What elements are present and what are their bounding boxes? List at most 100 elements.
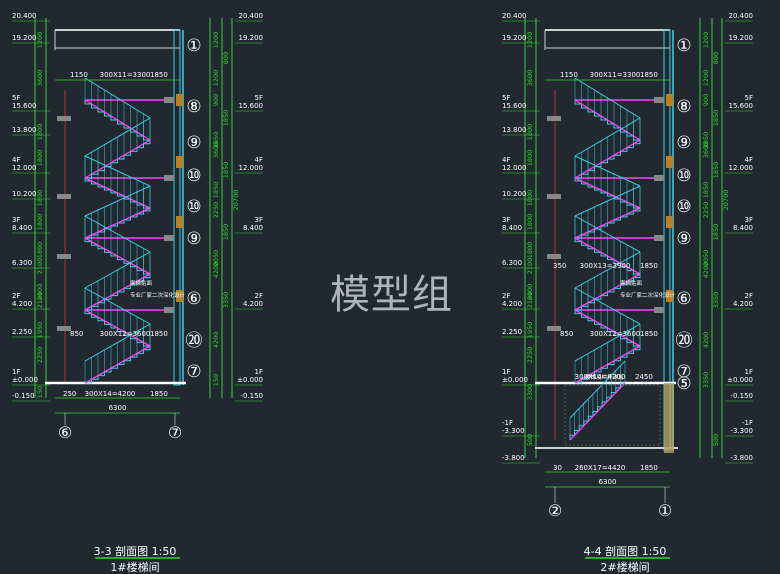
grid-axis-bubble: ⑦ [168, 423, 182, 442]
left-level-label: 3F [12, 216, 20, 224]
left-level-label: 1F [502, 368, 510, 376]
section-title: 4-4 剖面图 1:50 [584, 544, 667, 558]
top-dim-text: 1850 [150, 71, 168, 79]
wall-tag [666, 290, 673, 302]
left-level-label: 2.250 [12, 328, 32, 336]
right-vertical-dim-text: 1200 [212, 32, 220, 49]
annotation-note: 专业厂家二次深化设计 [130, 291, 186, 299]
right-vertical-dim-text: 1850 [712, 162, 720, 179]
right-vertical-dim-text: 150 [212, 374, 220, 386]
beam [164, 97, 174, 103]
annotation-note: 客梯贴面 [620, 279, 643, 287]
vertical-dim-text: 2100 [36, 258, 44, 275]
right-level-label: 12.000 [239, 164, 264, 172]
flight-count-marker: ① [676, 36, 691, 56]
lower-dim-text: 300X14=4200 [575, 373, 626, 381]
right-level-label: 4.200 [243, 300, 263, 308]
right-level-label: -3.800 [730, 454, 753, 462]
vertical-dim-text: 1800 [36, 190, 44, 207]
left-level-label: 8.400 [502, 224, 522, 232]
lower-dim-text: 2450 [635, 373, 653, 381]
mid-dim-text: 1850 [150, 330, 168, 338]
right-level-label: 2F [745, 292, 753, 300]
bottom-dim-text: 260X17=4420 [575, 464, 626, 472]
beam [164, 307, 174, 313]
vertical-dim-text: 2100 [526, 284, 534, 301]
section-4-4: 20.40019.2005F15.60013.8004F12.00010.200… [502, 12, 753, 574]
beam [654, 97, 664, 103]
vertical-dim-text: 1800 [36, 214, 44, 231]
section-subtitle: 2#楼梯间 [600, 560, 649, 574]
flight-count-marker: ⑥ [186, 289, 201, 309]
right-vertical-dim-text: 1200 [702, 70, 710, 87]
beam [654, 307, 664, 313]
bottom-dim-text: 250 [63, 390, 76, 398]
right-vertical-dim-text: 800 [712, 52, 720, 64]
right-level-label: 15.600 [239, 102, 264, 110]
flight-count-marker: ⑨ [186, 229, 201, 249]
flight-count-marker: ⑩ [676, 197, 691, 217]
landing-beam [547, 116, 561, 121]
right-level-label: 5F [745, 94, 753, 102]
vertical-dim-text: 2100 [36, 292, 44, 309]
beam [164, 175, 174, 181]
landing-beam [57, 116, 71, 121]
left-level-label: 15.600 [12, 102, 37, 110]
landing-beam [57, 326, 71, 331]
wall-tag [176, 156, 183, 168]
left-level-label: 2.250 [502, 328, 522, 336]
total-height-text: 20700 [722, 190, 730, 211]
right-vertical-dim-text: 2050 [212, 250, 220, 267]
right-vertical-dim-text: 4200 [702, 332, 710, 349]
grid-axis-bubble: ⑥ [58, 423, 72, 442]
flight-count-marker: ⑦ [676, 362, 691, 382]
total-width-text: 6300 [109, 404, 127, 412]
vertical-dim-text: 1800 [526, 124, 534, 141]
left-level-label: 19.200 [12, 34, 37, 42]
flight-count-marker: ⑩ [186, 197, 201, 217]
right-vertical-dim-text: 4200 [702, 262, 710, 279]
right-vertical-dim-text: 900 [212, 94, 220, 106]
top-dim-text: 1150 [560, 71, 578, 79]
right-level-label: -1F [742, 419, 753, 427]
flight-count-marker: ⑧ [186, 97, 201, 117]
right-vertical-dim-text: 3350 [222, 292, 230, 309]
right-vertical-dim-text: 800 [222, 52, 230, 64]
right-level-label: 8.400 [733, 224, 753, 232]
flight-count-marker: ⑳ [676, 331, 693, 351]
landing-beam [547, 254, 561, 259]
flight-count-marker: ⑩ [186, 166, 201, 186]
right-level-label: 20.400 [729, 12, 754, 20]
wall-tag [176, 216, 183, 228]
vertical-dim-text: 2100 [526, 292, 534, 309]
right-vertical-dim-text: 3600 [212, 142, 220, 159]
right-level-label: 20.400 [239, 12, 264, 20]
grid-axis-bubble: ② [548, 501, 562, 520]
flight-count-marker: ⑥ [676, 289, 691, 309]
right-level-label: 1F [255, 368, 263, 376]
annotation-note: 客梯贴面 [130, 279, 153, 287]
beam [654, 235, 664, 241]
right-vertical-dim-text: 3600 [702, 142, 710, 159]
total-height-text: 20700 [232, 190, 240, 211]
right-vertical-dim-text: 1850 [702, 182, 710, 199]
vertical-dim-text: 2100 [36, 284, 44, 301]
wall-tag [176, 290, 183, 302]
total-width-text: 6300 [599, 478, 617, 486]
vertical-dim-text: 1950 [526, 322, 534, 339]
right-level-label: -0.150 [730, 392, 753, 400]
mid-dim-text: 300X12=3600 [100, 330, 151, 338]
landing-beam [547, 194, 561, 199]
landing-beam [57, 254, 71, 259]
left-level-label: 13.800 [12, 126, 37, 134]
vertical-dim-text: 2100 [526, 258, 534, 275]
left-level-label: ±0.000 [502, 376, 528, 384]
right-level-label: 4F [745, 156, 753, 164]
left-level-label: 20.400 [502, 12, 527, 20]
left-level-label: 10.200 [502, 190, 527, 198]
left-level-label: -3.300 [502, 427, 525, 435]
left-level-label: -3.800 [502, 454, 525, 462]
top-dim-text: 1850 [640, 71, 658, 79]
top-dim-text: 300X11=3300 [100, 71, 151, 79]
vertical-dim-text: 3600 [526, 70, 534, 87]
